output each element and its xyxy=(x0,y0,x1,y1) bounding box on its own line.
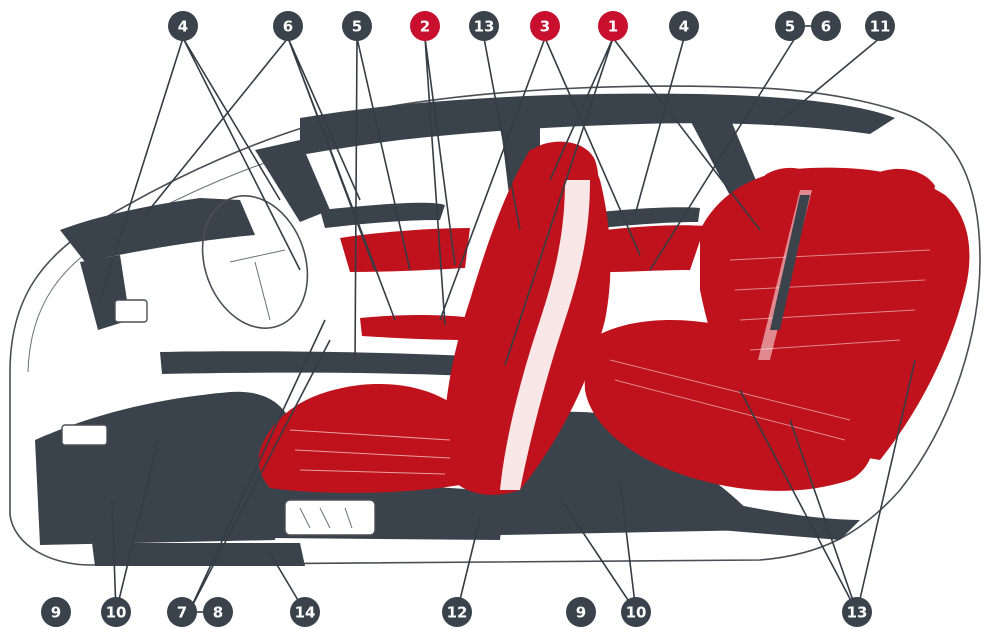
leader-lines xyxy=(99,25,916,613)
rear-door-panel xyxy=(605,225,705,272)
floor-mat xyxy=(92,543,305,566)
callout-circle xyxy=(101,597,131,627)
callout-badge: 4 xyxy=(168,11,198,41)
callout-badge: 11 xyxy=(865,11,895,41)
callout-badge: 4 xyxy=(669,11,699,41)
callout-circle xyxy=(621,597,651,627)
callout-badge: 9 xyxy=(41,597,71,627)
front-armrest xyxy=(360,315,475,340)
callout-badge: 3 xyxy=(530,11,560,41)
callout-circle xyxy=(41,597,71,627)
callout-circle xyxy=(811,11,841,41)
callout-label: 2 xyxy=(420,18,430,36)
callout-badge: 9 xyxy=(566,597,596,627)
callout-circle xyxy=(669,11,699,41)
callout-label: 7 xyxy=(177,604,187,622)
sill-strip xyxy=(160,351,470,376)
callout-badge: 6 xyxy=(273,11,303,41)
callout-label: 6 xyxy=(283,18,293,36)
rear-door-trim xyxy=(600,207,700,228)
callouts-top: 4 6 5 2 13 3 1 4 5 6 11 xyxy=(168,11,895,41)
callout-circle xyxy=(273,11,303,41)
front-door-trim xyxy=(320,202,445,228)
callout-label: 9 xyxy=(576,604,586,622)
callout-label: 4 xyxy=(178,18,188,36)
callout-label: 13 xyxy=(847,604,868,622)
callout-circle xyxy=(290,597,320,627)
callout-label: 4 xyxy=(679,18,689,36)
headliner xyxy=(300,93,895,155)
callout-label: 3 xyxy=(540,18,550,36)
callout-badge: 14 xyxy=(290,597,320,627)
rear-headrest-right xyxy=(880,168,935,215)
callout-circle xyxy=(167,597,197,627)
callout-badge: 8 xyxy=(203,597,233,627)
rear-lower xyxy=(600,470,860,540)
callout-circle xyxy=(842,597,872,627)
front-seat-cushion xyxy=(258,384,476,493)
callout-label: 14 xyxy=(295,604,316,622)
callout-circle xyxy=(775,11,805,41)
callout-label: 5 xyxy=(785,18,795,36)
callout-label: 9 xyxy=(51,604,61,622)
callout-circle xyxy=(410,11,440,41)
rear-seat-cushion xyxy=(584,320,874,491)
callout-badge: 10 xyxy=(621,597,651,627)
callout-label: 10 xyxy=(106,604,127,622)
callout-badge: 5 xyxy=(775,11,805,41)
callout-badge: 13 xyxy=(469,11,499,41)
callout-label: 6 xyxy=(821,18,831,36)
callout-label: 10 xyxy=(626,604,647,622)
callout-circle xyxy=(203,597,233,627)
callout-circle xyxy=(168,11,198,41)
front-floor xyxy=(35,391,290,545)
callout-badge: 10 xyxy=(101,597,131,627)
callout-circle xyxy=(342,11,372,41)
callout-badge: 2 xyxy=(410,11,440,41)
callout-circle xyxy=(598,11,628,41)
callout-label: 13 xyxy=(474,18,495,36)
callout-badge: 6 xyxy=(811,11,841,41)
callout-circle xyxy=(865,11,895,41)
callout-badge: 13 xyxy=(842,597,872,627)
callout-label: 1 xyxy=(608,18,618,36)
dashboard-top xyxy=(60,198,255,262)
detail-lines xyxy=(61,180,931,536)
callout-badge: 7 xyxy=(167,597,197,627)
callout-circle xyxy=(469,11,499,41)
c-pillar xyxy=(690,118,760,205)
callout-label: 8 xyxy=(213,604,223,622)
callout-badge: 5 xyxy=(342,11,372,41)
callout-label: 11 xyxy=(870,18,891,36)
callout-label: 5 xyxy=(352,18,362,36)
callout-label: 12 xyxy=(447,604,468,622)
callouts-bottom: 9 10 7 8 14 12 9 10 13 xyxy=(41,597,872,627)
callout-circle xyxy=(566,597,596,627)
callout-badge: 12 xyxy=(442,597,472,627)
a-pillar xyxy=(255,140,330,222)
callout-circle xyxy=(442,597,472,627)
callout-circle xyxy=(530,11,560,41)
callout-badge: 1 xyxy=(598,11,628,41)
